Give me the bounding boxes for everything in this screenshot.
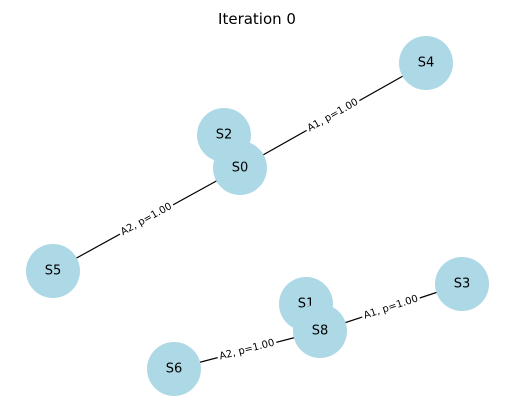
node-s8: S8 xyxy=(293,304,347,358)
node-label: S6 xyxy=(166,362,183,377)
node-label: S3 xyxy=(454,277,471,292)
node-s6: S6 xyxy=(147,342,201,396)
node-label: S0 xyxy=(232,161,249,176)
edge-label: A2, p=1.00 xyxy=(218,338,276,363)
edge-label-group: A2, p=1.00 xyxy=(216,336,278,364)
diagram-title: Iteration 0 xyxy=(218,10,296,28)
node-circle xyxy=(147,342,201,396)
edge-label-background xyxy=(303,95,363,136)
node-label: S4 xyxy=(418,56,435,71)
node-label: S8 xyxy=(312,324,329,339)
edge-label: A2, p=1.00 xyxy=(119,201,174,238)
node-circle xyxy=(197,108,251,162)
edge-label-background xyxy=(360,292,422,323)
edges-layer xyxy=(52,62,463,370)
edge-label-group: A1, p=1.00 xyxy=(360,292,422,323)
node-s5: S5 xyxy=(26,244,80,298)
node-circle xyxy=(293,304,347,358)
edge-label-group: A1, p=1.00 xyxy=(303,95,363,136)
node-circle xyxy=(435,257,489,311)
node-s2: S2 xyxy=(197,108,251,162)
node-circle xyxy=(399,36,453,90)
node-s3: S3 xyxy=(435,257,489,311)
edge-label: A1, p=1.00 xyxy=(306,97,361,134)
edge-label-background xyxy=(117,199,176,240)
node-label: S2 xyxy=(216,128,233,143)
node-s4: S4 xyxy=(399,36,453,90)
node-label: S5 xyxy=(45,264,62,279)
edge-label-background xyxy=(216,336,278,364)
node-circle xyxy=(26,244,80,298)
edge-label: A1, p=1.00 xyxy=(362,293,419,321)
edge-label-group: A2, p=1.00 xyxy=(117,199,176,240)
